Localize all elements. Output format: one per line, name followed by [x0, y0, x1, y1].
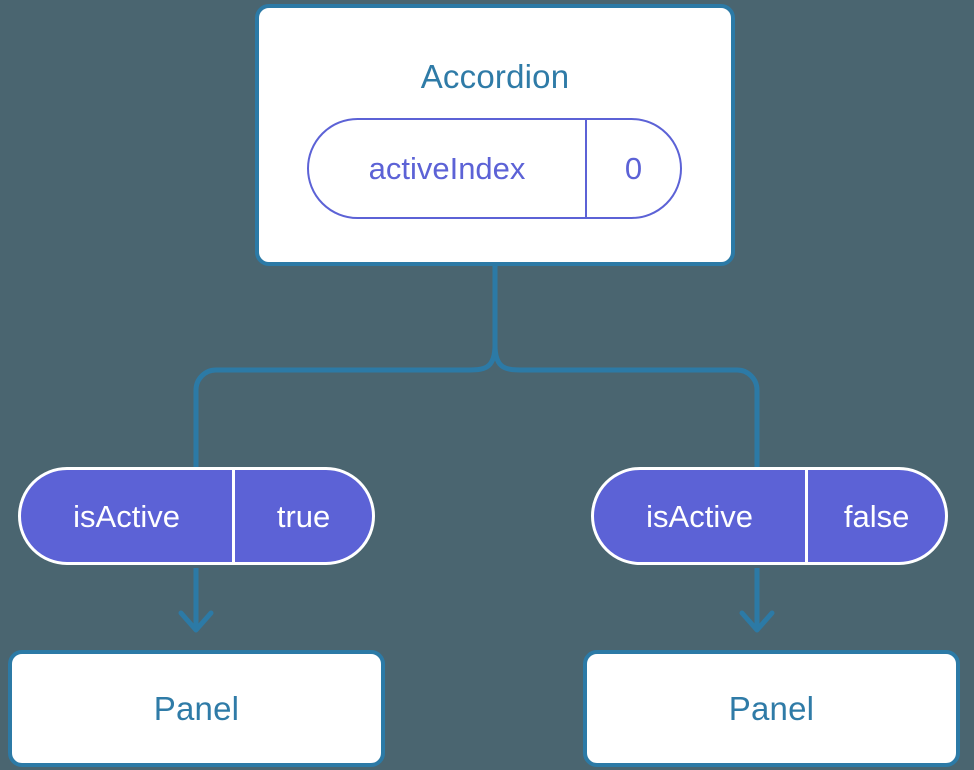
- connector-branch-right: [492, 344, 760, 468]
- panel-card-title: Panel: [153, 689, 240, 727]
- prop-pill-key: isActive: [73, 498, 180, 534]
- connector-branch-left: [193, 344, 498, 468]
- prop-pill-is-active-true: isActive true: [18, 467, 375, 565]
- arrow-down-icon-left: [178, 568, 214, 633]
- panel-card-title: Panel: [728, 689, 815, 727]
- accordion-card-title: Accordion: [420, 58, 570, 95]
- prop-pill-value: true: [232, 470, 372, 562]
- state-pill-key: activeIndex: [368, 151, 526, 186]
- arrow-down-icon-right: [739, 568, 775, 633]
- panel-component-card-left: Panel: [8, 650, 385, 767]
- state-pill-value: 0: [585, 120, 680, 217]
- prop-pill-value: false: [805, 470, 945, 562]
- prop-pill-is-active-false: isActive false: [591, 467, 948, 565]
- state-pill-active-index: activeIndex 0: [307, 118, 682, 219]
- panel-component-card-right: Panel: [583, 650, 960, 767]
- prop-pill-key: isActive: [646, 498, 753, 534]
